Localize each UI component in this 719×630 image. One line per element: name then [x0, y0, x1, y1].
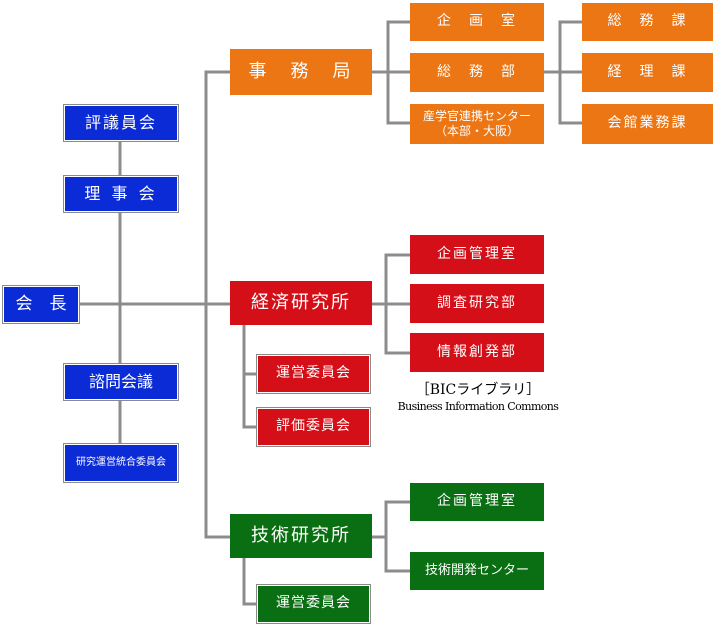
- information-dept-box: 情報創発部: [410, 333, 544, 372]
- tech-development-center-box: 技術開発センター: [410, 552, 544, 590]
- advisory-council-box: 諮問会議: [63, 363, 179, 401]
- econ-steering-committee-box: 運営委員会: [256, 354, 371, 394]
- planning-office-box: 企 画 室: [410, 3, 544, 41]
- research-dept-box: 調査研究部: [410, 284, 544, 323]
- general-affairs-dept-box: 総 務 部: [410, 53, 544, 92]
- general-affairs-section-box: 総 務 課: [582, 3, 713, 41]
- chairman-box: 会 長: [2, 285, 80, 324]
- research-committee-box: 研究運営統合委員会: [63, 443, 179, 483]
- bic-library-subtitle: Business Information Commons: [397, 400, 559, 413]
- tech-planning-office-box: 企画管理室: [410, 483, 544, 521]
- econ-planning-office-box: 企画管理室: [410, 235, 544, 274]
- hall-operations-section-box: 会館業務課: [582, 104, 713, 144]
- secretariat-box: 事 務 局: [230, 49, 372, 95]
- board-box: 理 事 会: [63, 175, 179, 213]
- accounting-section-box: 経 理 課: [582, 53, 713, 92]
- council-box: 評議員会: [63, 104, 179, 142]
- technology-institute-box: 技術研究所: [230, 514, 372, 558]
- economic-institute-box: 経済研究所: [230, 281, 372, 325]
- liaison-center-box: 産学官連携センター （本部・大阪）: [410, 104, 544, 144]
- evaluation-committee-box: 評価委員会: [256, 407, 371, 447]
- bic-library-label: ［BICライブラリ］: [415, 382, 541, 398]
- tech-steering-committee-box: 運営委員会: [256, 584, 371, 624]
